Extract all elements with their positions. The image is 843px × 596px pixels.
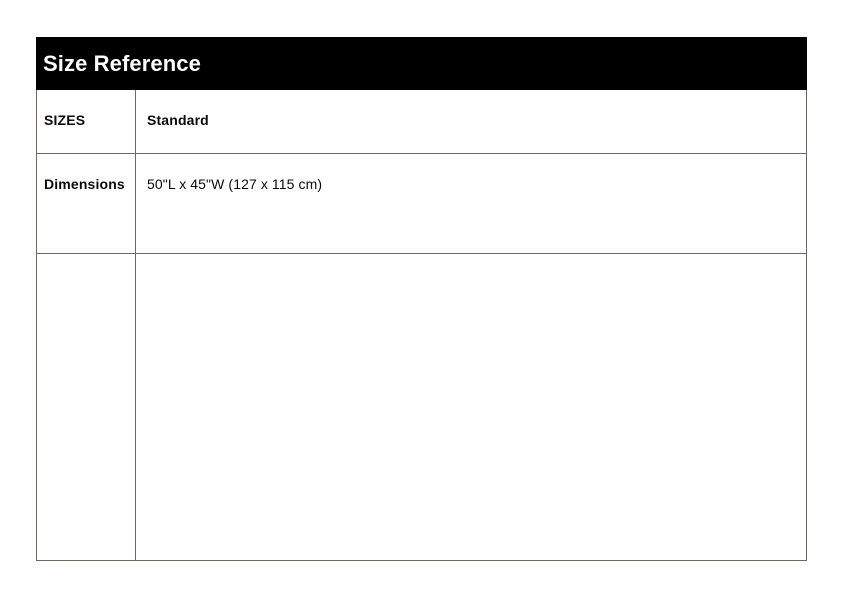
page-title: Size Reference <box>43 50 201 76</box>
card-header: Size Reference <box>36 37 807 90</box>
table-cell-sizes-header: SIZES <box>36 90 136 154</box>
table-cell-empty-label <box>36 253 136 561</box>
size-reference-table: SIZES Standard Dimensions 50"L x 45"W (1… <box>36 90 807 561</box>
table-row-empty <box>36 253 807 561</box>
row-value-dimensions: 50"L x 45"W (127 x 115 cm) <box>147 176 323 192</box>
table-row-header: SIZES Standard <box>36 90 807 154</box>
row-label-dimensions: Dimensions <box>44 176 125 192</box>
table-cell-dimensions-label: Dimensions <box>36 153 136 254</box>
table-cell-standard-header: Standard <box>135 90 807 154</box>
size-reference-card: Size Reference SIZES Standard <box>36 37 807 561</box>
table-row-dimensions: Dimensions 50"L x 45"W (127 x 115 cm) <box>36 153 807 254</box>
column-header-standard: Standard <box>147 112 209 128</box>
column-header-sizes: SIZES <box>44 112 86 128</box>
table-cell-dimensions-value: 50"L x 45"W (127 x 115 cm) <box>135 153 807 254</box>
table-cell-empty-value <box>135 253 807 561</box>
